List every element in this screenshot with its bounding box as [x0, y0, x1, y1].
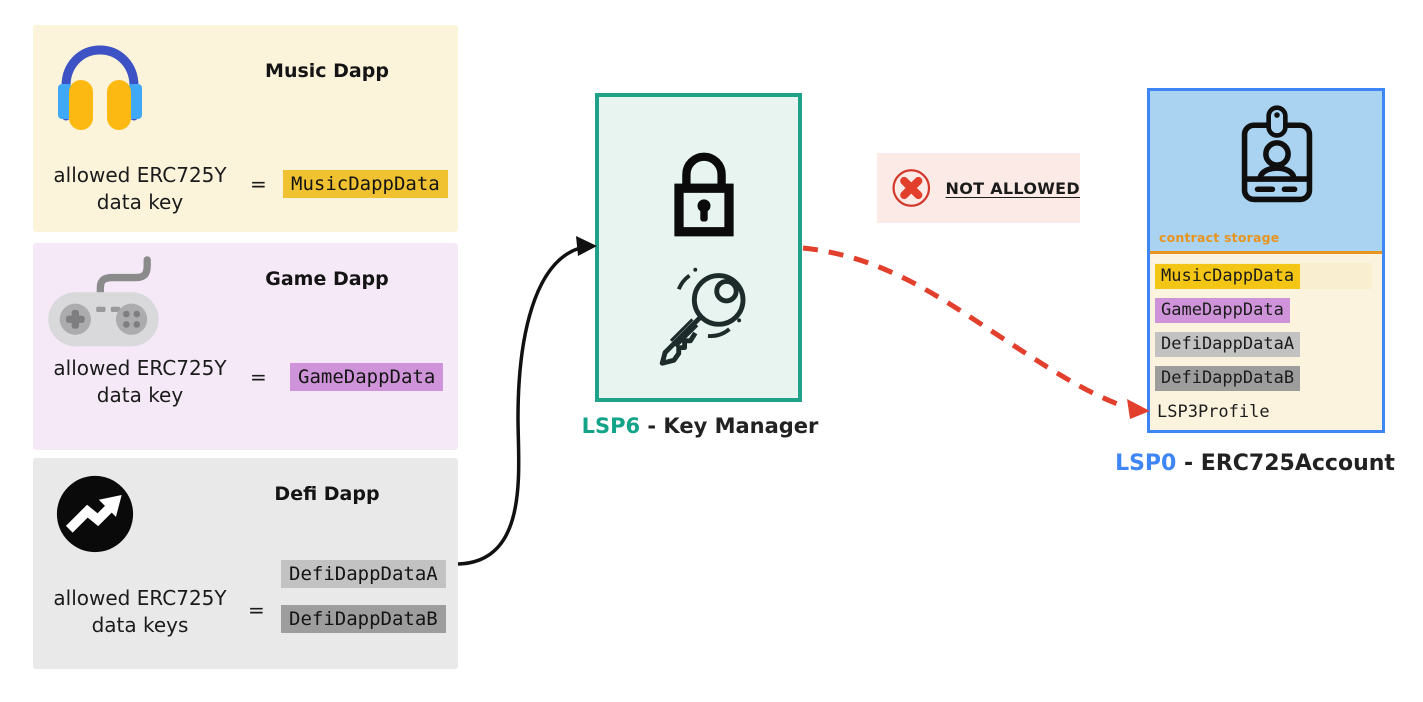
storage-row-game: GameDappData — [1155, 297, 1382, 323]
key-icon — [659, 267, 746, 366]
allowed-call-arrow — [457, 246, 581, 566]
music-allowed-label: allowed ERC725Y data key — [40, 162, 240, 216]
music-data-key-chip: MusicDappData — [283, 170, 448, 198]
key-manager-label-rest: - Key Manager — [640, 414, 819, 438]
music-dapp-card: Music Dapp allowed ERC725Y data key = Mu… — [33, 25, 458, 232]
account-label: LSP0 - ERC725Account — [1115, 451, 1395, 476]
allowed-call-arrowhead — [576, 236, 597, 256]
game-allowed-line2: data key — [96, 383, 184, 407]
gamepad-icon — [48, 256, 159, 347]
key-manager-label: LSP6 - Key Manager — [575, 414, 825, 438]
storage-key-game: GameDappData — [1155, 298, 1290, 323]
game-data-key-chip: GameDappData — [290, 363, 444, 391]
not-allowed-arrow — [802, 245, 1127, 410]
game-dapp-card: Game Dapp allowed ERC725Y data key = Gam… — [33, 243, 458, 450]
music-equals-sign: = — [250, 172, 267, 196]
account-label-rest: - ERC725Account — [1176, 451, 1395, 476]
storage-key-defi-a: DefiDappDataA — [1155, 332, 1301, 357]
not-allowed-badge: NOT ALLOWED — [877, 153, 1080, 223]
game-allowed-line1: allowed ERC725Y — [53, 356, 227, 380]
defi-data-key-chip-a: DefiDappDataA — [281, 560, 446, 588]
storage-key-music: MusicDappData — [1155, 264, 1301, 289]
storage-row-music: MusicDappData — [1155, 263, 1372, 289]
not-allowed-label: NOT ALLOWED — [945, 178, 1080, 198]
defi-dapp-card: Defi Dapp allowed ERC725Y data keys = De… — [33, 458, 458, 669]
music-dapp-title: Music Dapp — [265, 60, 389, 82]
id-badge-icon — [1241, 105, 1313, 203]
music-allowed-line2: data key — [96, 190, 184, 214]
defi-data-key-chips: DefiDappDataA DefiDappDataB — [281, 560, 446, 633]
storage-row-defi-b: DefiDappDataB — [1155, 365, 1382, 391]
storage-row-lsp3profile: LSP3Profile — [1155, 399, 1382, 425]
erc725-account-box: contract storage MusicDappData GameDappD… — [1147, 88, 1385, 433]
padlock-icon — [674, 152, 734, 237]
headphones-icon — [58, 45, 142, 130]
game-allowed-label: allowed ERC725Y data key — [40, 355, 240, 409]
storage-key-lsp3profile: LSP3Profile — [1157, 402, 1270, 422]
defi-allowed-label: allowed ERC725Y data keys — [40, 585, 240, 639]
trending-up-icon — [56, 475, 134, 553]
key-manager-box — [595, 93, 802, 402]
storage-key-defi-b: DefiDappDataB — [1155, 366, 1301, 391]
x-circle-icon — [892, 169, 931, 207]
music-allowed-line1: allowed ERC725Y — [53, 163, 227, 187]
defi-equals-sign: = — [248, 598, 265, 622]
contract-storage-header: contract storage — [1159, 230, 1280, 245]
lsp6-accent-text: LSP6 — [581, 414, 641, 438]
defi-allowed-line1: allowed ERC725Y — [53, 586, 227, 610]
storage-row-defi-a: DefiDappDataA — [1155, 331, 1382, 357]
game-equals-sign: = — [250, 365, 267, 389]
defi-allowed-line2: data keys — [91, 613, 189, 637]
contract-storage-list: MusicDappData GameDappData DefiDappDataA… — [1150, 254, 1382, 425]
account-header-section: contract storage — [1150, 91, 1382, 254]
lsp0-accent-text: LSP0 — [1115, 451, 1177, 476]
defi-data-key-chip-b: DefiDappDataB — [281, 605, 446, 633]
defi-dapp-title: Defi Dapp — [274, 483, 380, 505]
game-dapp-title: Game Dapp — [265, 268, 389, 290]
